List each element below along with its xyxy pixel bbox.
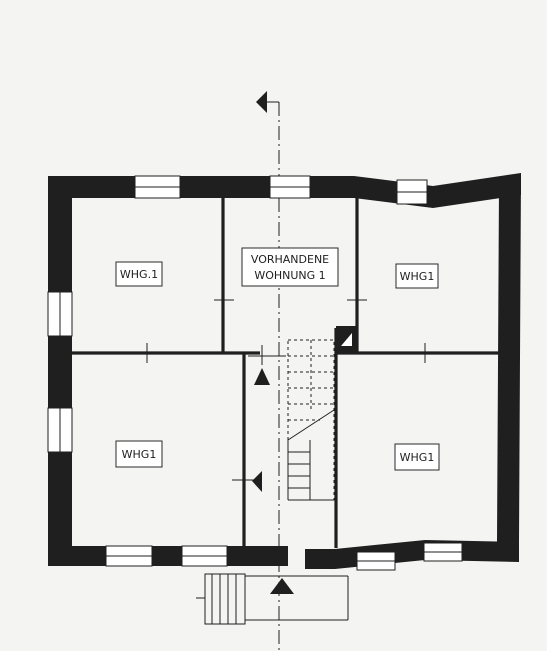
entrance-steps [196, 573, 349, 625]
room-label-top-left: WHG.1 [115, 261, 163, 287]
door-marks [130, 288, 440, 492]
section-arrow-top [256, 91, 267, 113]
room-label-bottom-left: WHG1 [115, 440, 163, 468]
room-label-top-right-text: WHG1 [400, 270, 435, 283]
stair-diagonal [287, 409, 335, 441]
arrow-up-entrance [270, 578, 294, 594]
wall-left [48, 176, 72, 564]
room-label-top-center-line2: WOHNUNG 1 [254, 269, 325, 282]
wall-top-right [354, 173, 521, 208]
room-label-bottom-right-text: WHG1 [400, 451, 435, 464]
stair-corner-block [336, 326, 357, 352]
wall-bottom-left [48, 546, 288, 566]
room-label-bottom-right: WHG1 [394, 443, 440, 471]
room-label-bottom-left-text: WHG1 [122, 448, 157, 461]
room-label-top-left-text: WHG.1 [120, 268, 158, 281]
stair-treads-upper [288, 355, 334, 421]
arrow-up-corridor [254, 368, 270, 385]
entrance-steps-outline [204, 573, 246, 625]
stair-treads-lower [287, 440, 334, 501]
room-label-top-center-line1: VORHANDENE [251, 253, 329, 266]
windows [47, 175, 463, 571]
arrow-right-corridor [252, 471, 262, 492]
stair-corner-notch [341, 333, 352, 346]
outer-walls [48, 173, 521, 569]
room-label-top-center: VORHANDENE WOHNUNG 1 [241, 247, 339, 287]
room-label-top-right: WHG1 [395, 263, 439, 289]
staircase [287, 339, 335, 501]
wall-right [497, 173, 521, 542]
